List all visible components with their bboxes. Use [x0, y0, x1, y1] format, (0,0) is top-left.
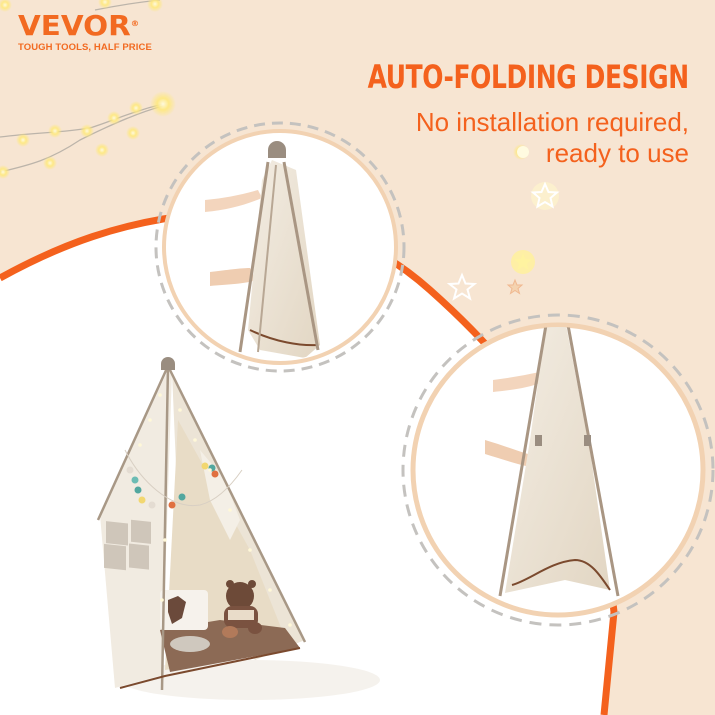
unfolding-tent-circle-2	[401, 313, 715, 627]
decorative-stars	[446, 144, 560, 301]
string-lights	[0, 0, 176, 179]
feature-title: AUTO-FOLDING DESIGN	[367, 58, 690, 96]
brand-name: VEVOR®	[18, 9, 140, 42]
folded-tent-circle-1	[154, 121, 406, 373]
main-teepee-tent	[96, 357, 380, 700]
sparkle-icon	[517, 146, 529, 158]
feature-subtitle-line2: ready to use	[545, 138, 689, 168]
feature-subtitle-line1: No installation required,	[415, 107, 689, 137]
brand-tagline: TOUGH TOOLS, HALF PRICE	[18, 42, 152, 53]
vevor-logo: VEVOR® TOUGH TOOLS, HALF PRICE	[18, 12, 152, 54]
